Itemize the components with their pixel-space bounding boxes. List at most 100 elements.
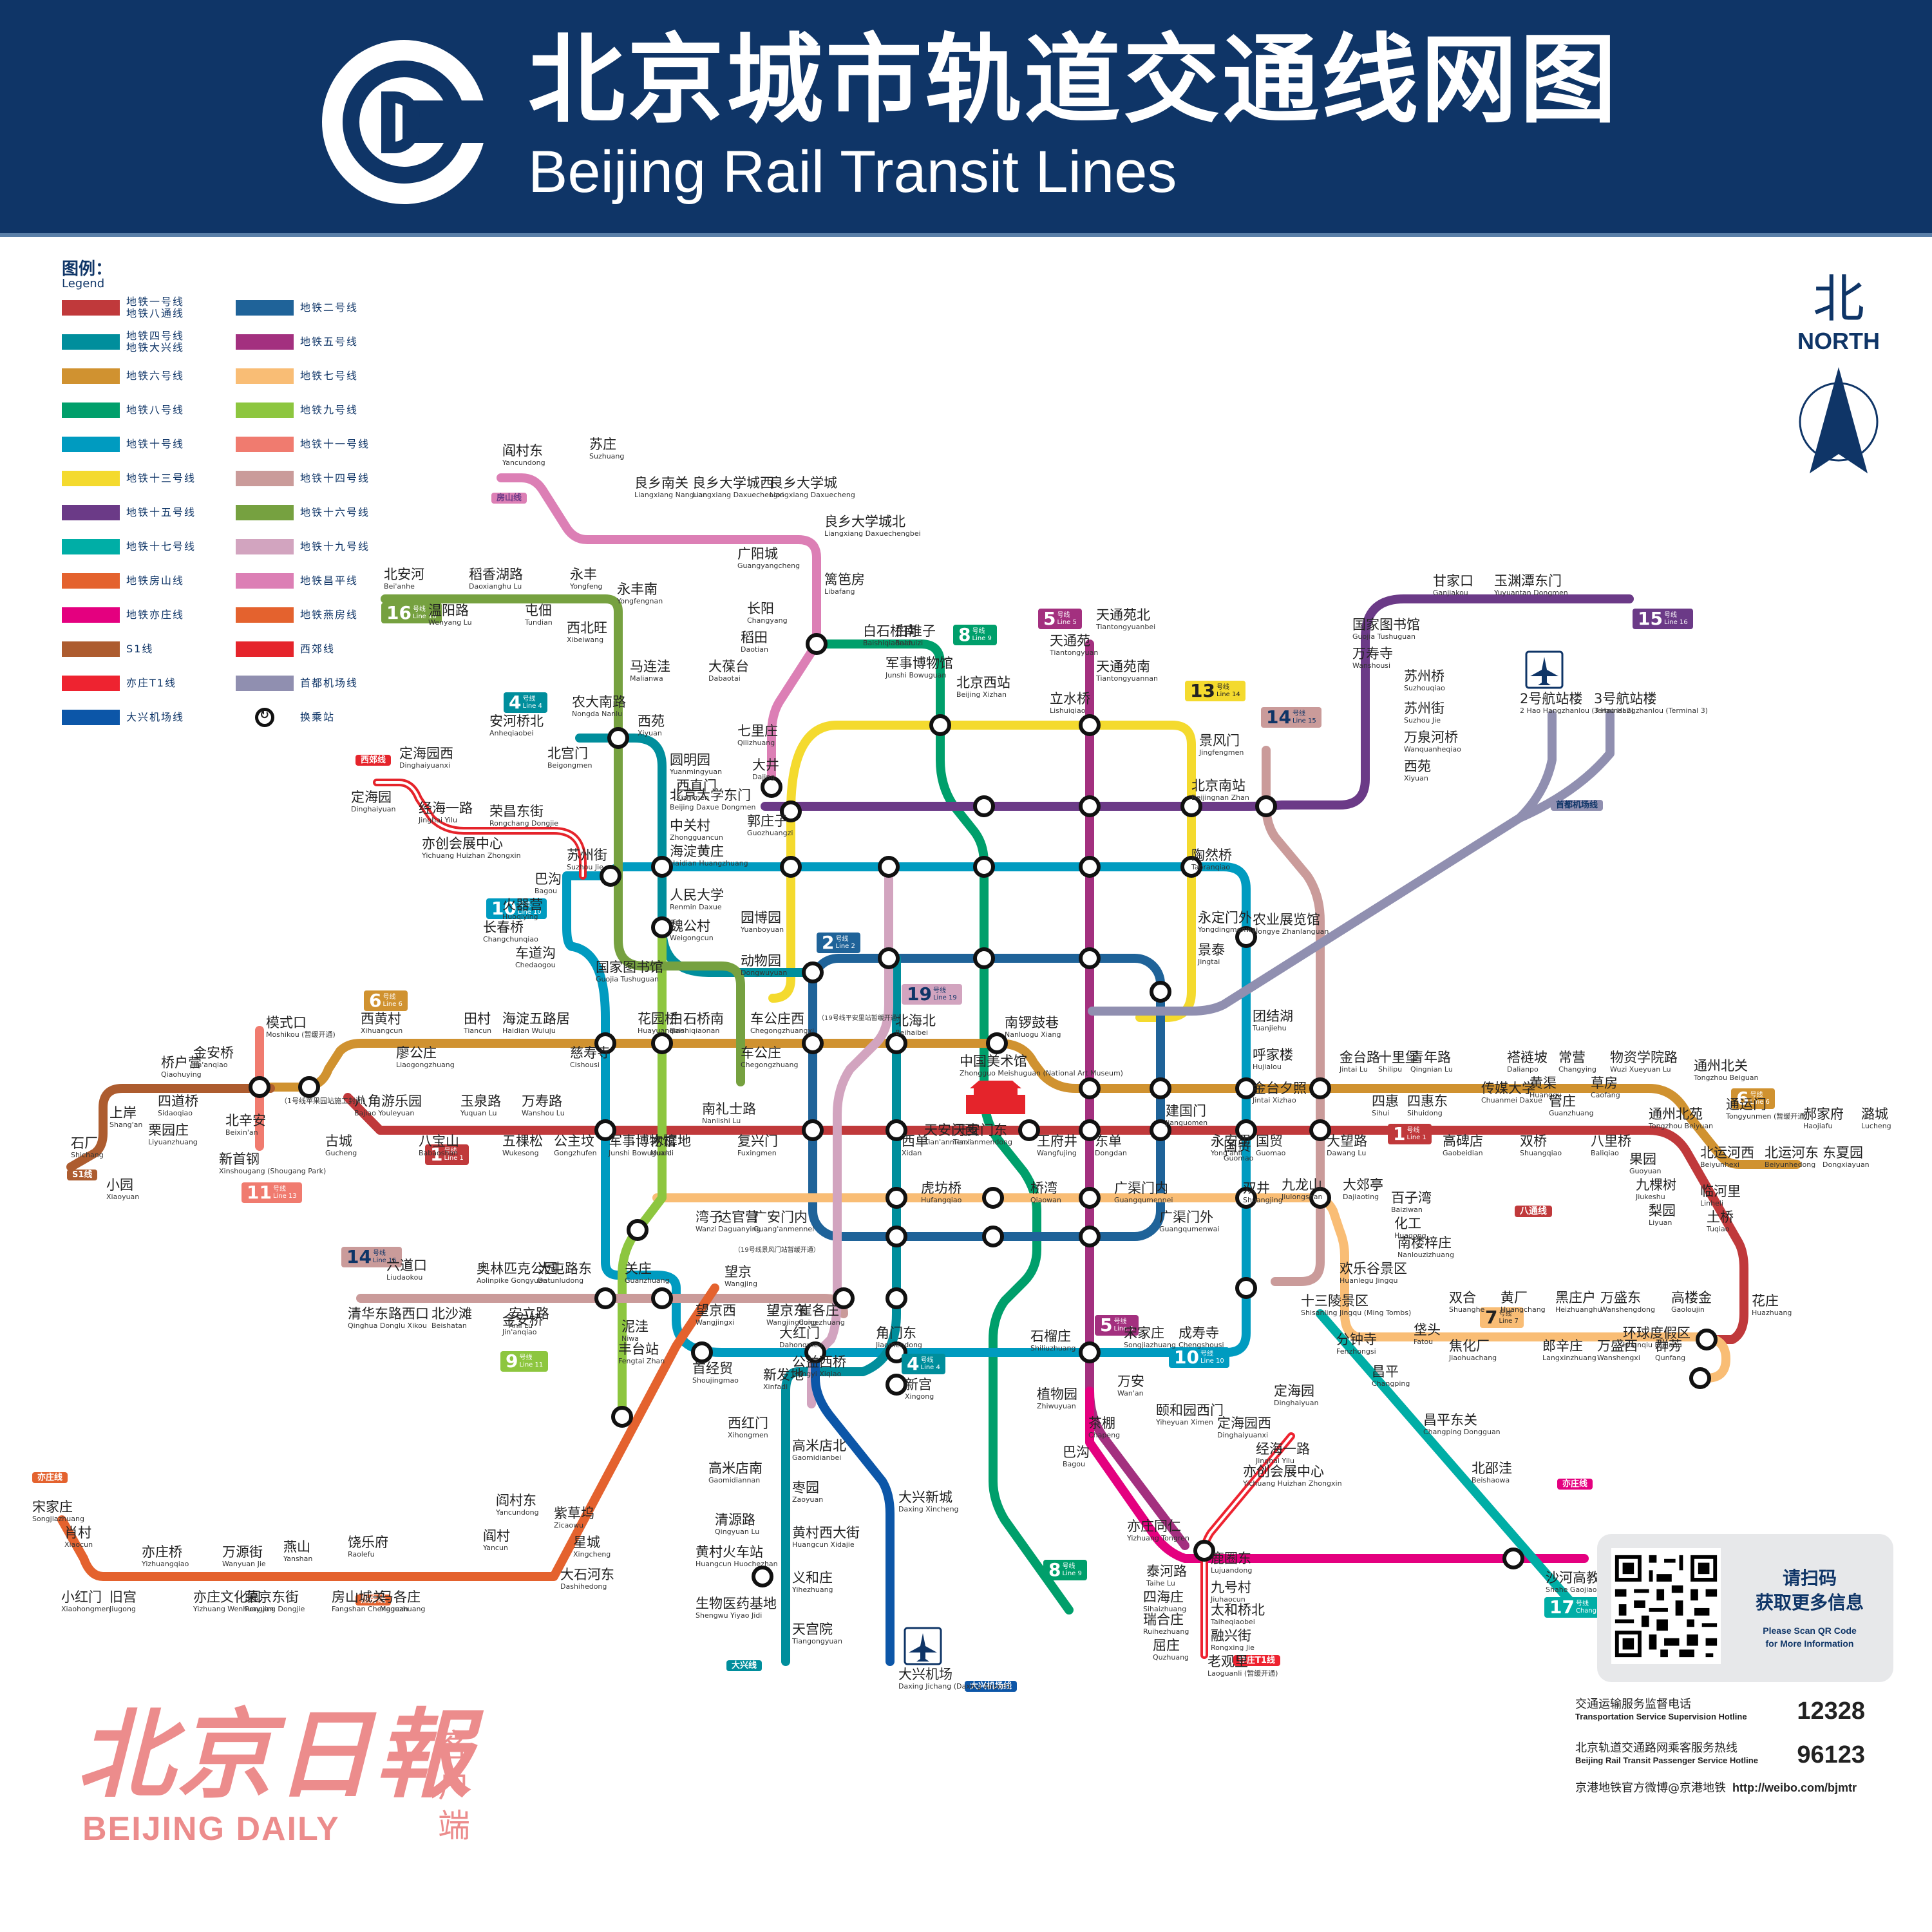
station-name-en: Jiugong (109, 1605, 136, 1613)
station-name: 万盛东 (1600, 1290, 1641, 1305)
station-name-en: Haidian Wuluju (502, 1027, 556, 1035)
station-name-en: Chegongzhuangxi (750, 1027, 815, 1035)
station-name-en: Chedaogou (515, 961, 556, 969)
station-name: 王府井 (1037, 1133, 1077, 1149)
watermark-zh: 北京日報 (77, 1698, 475, 1812)
station-name: 天通苑南 (1096, 659, 1150, 674)
station-name-en: Songjiazhuang (32, 1515, 84, 1523)
station-name-en: Shilipu (1378, 1065, 1403, 1074)
badge-daxing-airport: 大兴机场线 (965, 1681, 1018, 1692)
station-name-en: Sihui (1372, 1109, 1390, 1117)
station-name-en: Jintai Xizhao (1253, 1096, 1296, 1104)
station-name-en: Shuangjing (1243, 1196, 1283, 1204)
station-name-en: Dongwuyuan (741, 969, 788, 977)
station-name: 黑庄户 (1555, 1290, 1596, 1305)
station-name: 北运河西 (1700, 1145, 1754, 1160)
station-name-en: Rongxing Jie (1211, 1643, 1255, 1652)
station-name-en: Dongdan (1095, 1149, 1127, 1157)
station-name: 木樨地 (650, 1133, 691, 1149)
station-name: 定海园西 (1217, 1416, 1271, 1431)
note-pingguoyuan: （1号线苹果园站施工封闭） (280, 1097, 370, 1105)
station-name: 军事博物馆 (609, 1133, 676, 1149)
station-name-en: Linheli (1700, 1199, 1724, 1208)
station-name: 火器营 (502, 897, 543, 913)
station-name-en: Wuzi Xueyuan Lu (1610, 1065, 1671, 1074)
station-name-en: Changying (1558, 1065, 1596, 1074)
station-name-en: Shahe Gaojiaoyuan (1546, 1586, 1615, 1594)
station-name-en: Sihuidong (1407, 1109, 1443, 1117)
station-name-en: Tundian (525, 618, 553, 627)
line-14-east (1262, 746, 1325, 1286)
station-name: 栗园庄 (148, 1122, 189, 1138)
hotline-number[interactable]: 96123 (1797, 1741, 1865, 1768)
station-name: 巴沟 (1063, 1444, 1090, 1460)
station-name: 饶乐府 (348, 1535, 388, 1550)
station-name: 广渠门内 (1114, 1180, 1168, 1196)
station-name: 果园 (1629, 1151, 1656, 1167)
station-name-en: Dongxiayuan (1823, 1160, 1870, 1169)
header-banner: 北京城市轨道交通线网图 Beijing Rail Transit Lines (0, 0, 1932, 233)
legend-title: 图例： (62, 260, 113, 279)
station-name-en: Baiziwan (1391, 1206, 1423, 1214)
legend-item: 地铁亦庄线 (62, 602, 236, 628)
station-name-en: Liangxiang Daxuecheng (770, 491, 855, 499)
station-name-en: Daxing Jichang (Daxing Airport) (898, 1682, 1011, 1690)
station-name: 良乡大学城北 (824, 514, 905, 529)
station-name: 褡裢坡 (1507, 1050, 1548, 1065)
station-name: 国家图书馆 (1352, 617, 1420, 632)
station-name: 潞城 (1861, 1106, 1888, 1122)
station-name-en: Raolefu (348, 1550, 375, 1558)
station-name-en: Fenzhongsi (1336, 1347, 1376, 1356)
station-name-en: Fatou (1414, 1338, 1434, 1346)
hotline-number[interactable]: 12328 (1797, 1698, 1865, 1725)
station-name: 四惠东 (1407, 1094, 1448, 1109)
station-name-en: Yong'anli (1211, 1149, 1242, 1157)
station-name: 十三陵景区 (1301, 1293, 1368, 1309)
station-name: 玉泉路 (460, 1094, 501, 1109)
legend-swatch (236, 300, 294, 316)
beijing-subway-logo-icon (322, 40, 493, 204)
station-name-en: Shichang (71, 1151, 104, 1159)
station-name: 湾子 (696, 1209, 723, 1225)
badge-yanfang: 亦庄线 (32, 1472, 68, 1483)
weibo-link[interactable]: http://weibo.com/bjmtr (1732, 1781, 1857, 1794)
line-daxing-airport (811, 1348, 895, 1666)
note-pinganli: （19号线平安里站暂缓开通） (818, 1015, 904, 1022)
station-name: 国贸 (1224, 1139, 1251, 1154)
station-name-en: Dinghaiyuanxi (1217, 1431, 1269, 1439)
station-name-en: Changping Dongguan (1423, 1428, 1501, 1436)
qr-code-icon[interactable] (1611, 1548, 1721, 1664)
